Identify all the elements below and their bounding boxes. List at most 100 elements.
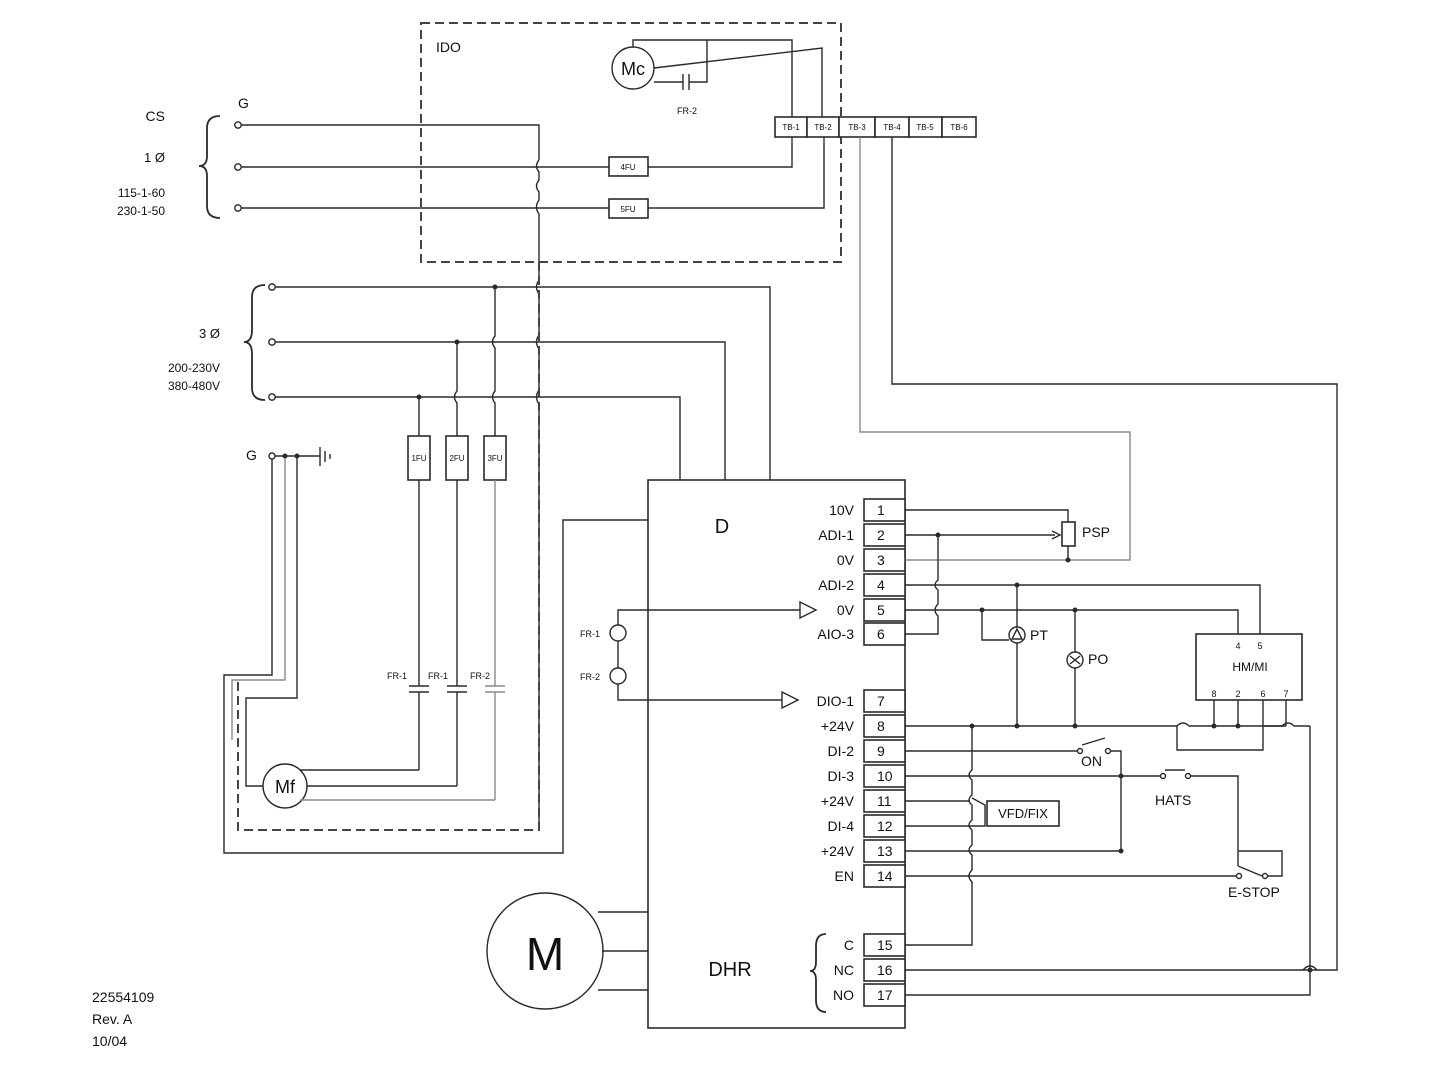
terminal-number: 6	[877, 626, 885, 642]
terminal-signal: +24V	[821, 843, 855, 859]
fr-contact-label: FR-1	[428, 671, 448, 681]
fuse-label: 2FU	[449, 454, 464, 463]
terminal-number: 16	[877, 962, 893, 978]
main-motor-label: M	[526, 928, 564, 980]
hm-mi-module	[1195, 633, 1303, 701]
three-phase-label: 3 Ø	[199, 326, 220, 341]
terminal-signal: DI-4	[828, 818, 855, 834]
terminal-block: TB-1 TB-2 TB-3 TB-4 TB-5 TB-6	[774, 116, 977, 138]
fr1-coil	[609, 624, 627, 642]
vfd-fix-label: VFD/FIX	[998, 806, 1048, 821]
terminal-signal: 0V	[837, 602, 855, 618]
doc-date: 10/04	[92, 1033, 127, 1049]
voltage-label: 380-480V	[168, 379, 220, 393]
cs-label: CS	[146, 108, 165, 124]
terminal-signal: 0V	[837, 552, 855, 568]
terminal-number: 2	[877, 527, 885, 543]
terminal-number: 10	[877, 768, 893, 784]
terminal-signal: +24V	[821, 718, 855, 734]
voltage-label: 230-1-50	[117, 204, 165, 218]
fuse-label: 4FU	[620, 163, 635, 172]
output-arrow-icon	[781, 690, 800, 710]
psp-label: PSP	[1082, 524, 1110, 540]
terminal-number: 12	[877, 818, 893, 834]
fuse-label: 3FU	[487, 454, 502, 463]
terminal-number: 8	[877, 718, 885, 734]
ground-label-left: G	[246, 447, 257, 463]
terminal-signal: 10V	[829, 502, 855, 518]
terminal-signal: DIO-1	[817, 693, 855, 709]
drive-label: D	[715, 516, 729, 538]
tb-label: TB-4	[883, 123, 901, 132]
terminal-number: 4	[877, 577, 885, 593]
terminal-number: 3	[877, 552, 885, 568]
coil-label: FR-2	[580, 672, 600, 682]
terminal-signal: AIO-3	[817, 626, 854, 642]
po-label: PO	[1088, 651, 1108, 667]
terminal-number: 9	[877, 743, 885, 759]
terminal-signal: NC	[834, 962, 854, 978]
ido-label: IDO	[436, 39, 461, 55]
on-switch-label: ON	[1081, 753, 1102, 769]
voltage-label: 200-230V	[168, 361, 220, 375]
terminal-7	[863, 689, 906, 713]
hm-pin: 5	[1257, 641, 1262, 651]
tb-label: TB-6	[950, 123, 968, 132]
voltage-label: 115-1-60	[118, 186, 165, 200]
hm-pin: 6	[1260, 689, 1265, 699]
coil-label: FR-1	[580, 629, 600, 639]
terminal-number: 13	[877, 843, 893, 859]
terminal-signal: +24V	[821, 793, 855, 809]
terminal-signal: EN	[835, 868, 854, 884]
tb-label: TB-3	[848, 123, 866, 132]
hm-pin: 4	[1235, 641, 1240, 651]
terminal-signal: C	[844, 937, 854, 953]
ground-label-top: G	[238, 95, 249, 111]
relay-label: DHR	[708, 959, 751, 981]
tb-label: TB-5	[916, 123, 934, 132]
doc-number: 22554109	[92, 989, 155, 1005]
fr2-coil	[609, 667, 627, 685]
drive-d	[647, 479, 906, 1029]
mc-motor-label: Mc	[621, 59, 645, 79]
tb-label: TB-2	[814, 123, 832, 132]
terminal-number: 1	[877, 502, 885, 518]
vfd-fix-switch	[986, 800, 1060, 827]
psp-potentiometer	[1061, 521, 1076, 547]
fan-motor-label: Mf	[275, 777, 296, 797]
terminal-number: 7	[877, 693, 885, 709]
fr-contact-label: FR-2	[470, 671, 490, 681]
brace-three-phase	[243, 284, 266, 401]
fuse-label: 1FU	[411, 454, 426, 463]
terminal-number: 14	[877, 868, 893, 884]
pt-label: PT	[1030, 627, 1048, 643]
fuse-label: 5FU	[620, 205, 635, 214]
hm-pin: 8	[1211, 689, 1216, 699]
fr-contact-label: FR-1	[387, 671, 407, 681]
output-arrow-icon	[799, 600, 818, 620]
terminal-number: 5	[877, 602, 885, 618]
terminal-signal: ADI-1	[818, 527, 854, 543]
single-phase-label: 1 Ø	[144, 150, 165, 165]
tb-label: TB-1	[782, 123, 800, 132]
terminal-number: 17	[877, 987, 893, 1003]
hm-pin: 2	[1235, 689, 1240, 699]
hm-pin: 7	[1283, 689, 1288, 699]
terminal-signal: ADI-2	[818, 577, 854, 593]
e-stop-label: E-STOP	[1228, 884, 1280, 900]
ido-cap-label: FR-2	[677, 106, 697, 116]
brace-single-phase	[198, 115, 221, 219]
terminal-number: 11	[877, 793, 892, 809]
ground-icon	[319, 447, 331, 466]
doc-revision: Rev. A	[92, 1011, 133, 1027]
hm-mi-label: HM/MI	[1232, 660, 1267, 674]
terminal-signal: NO	[833, 987, 854, 1003]
terminal-signal: DI-2	[828, 743, 855, 759]
brace-relay	[809, 933, 827, 1013]
terminal-signal: DI-3	[828, 768, 855, 784]
terminal-number: 15	[877, 937, 893, 953]
hats-label: HATS	[1155, 792, 1191, 808]
ido-enclosure	[420, 22, 842, 263]
tb-6	[941, 116, 977, 138]
